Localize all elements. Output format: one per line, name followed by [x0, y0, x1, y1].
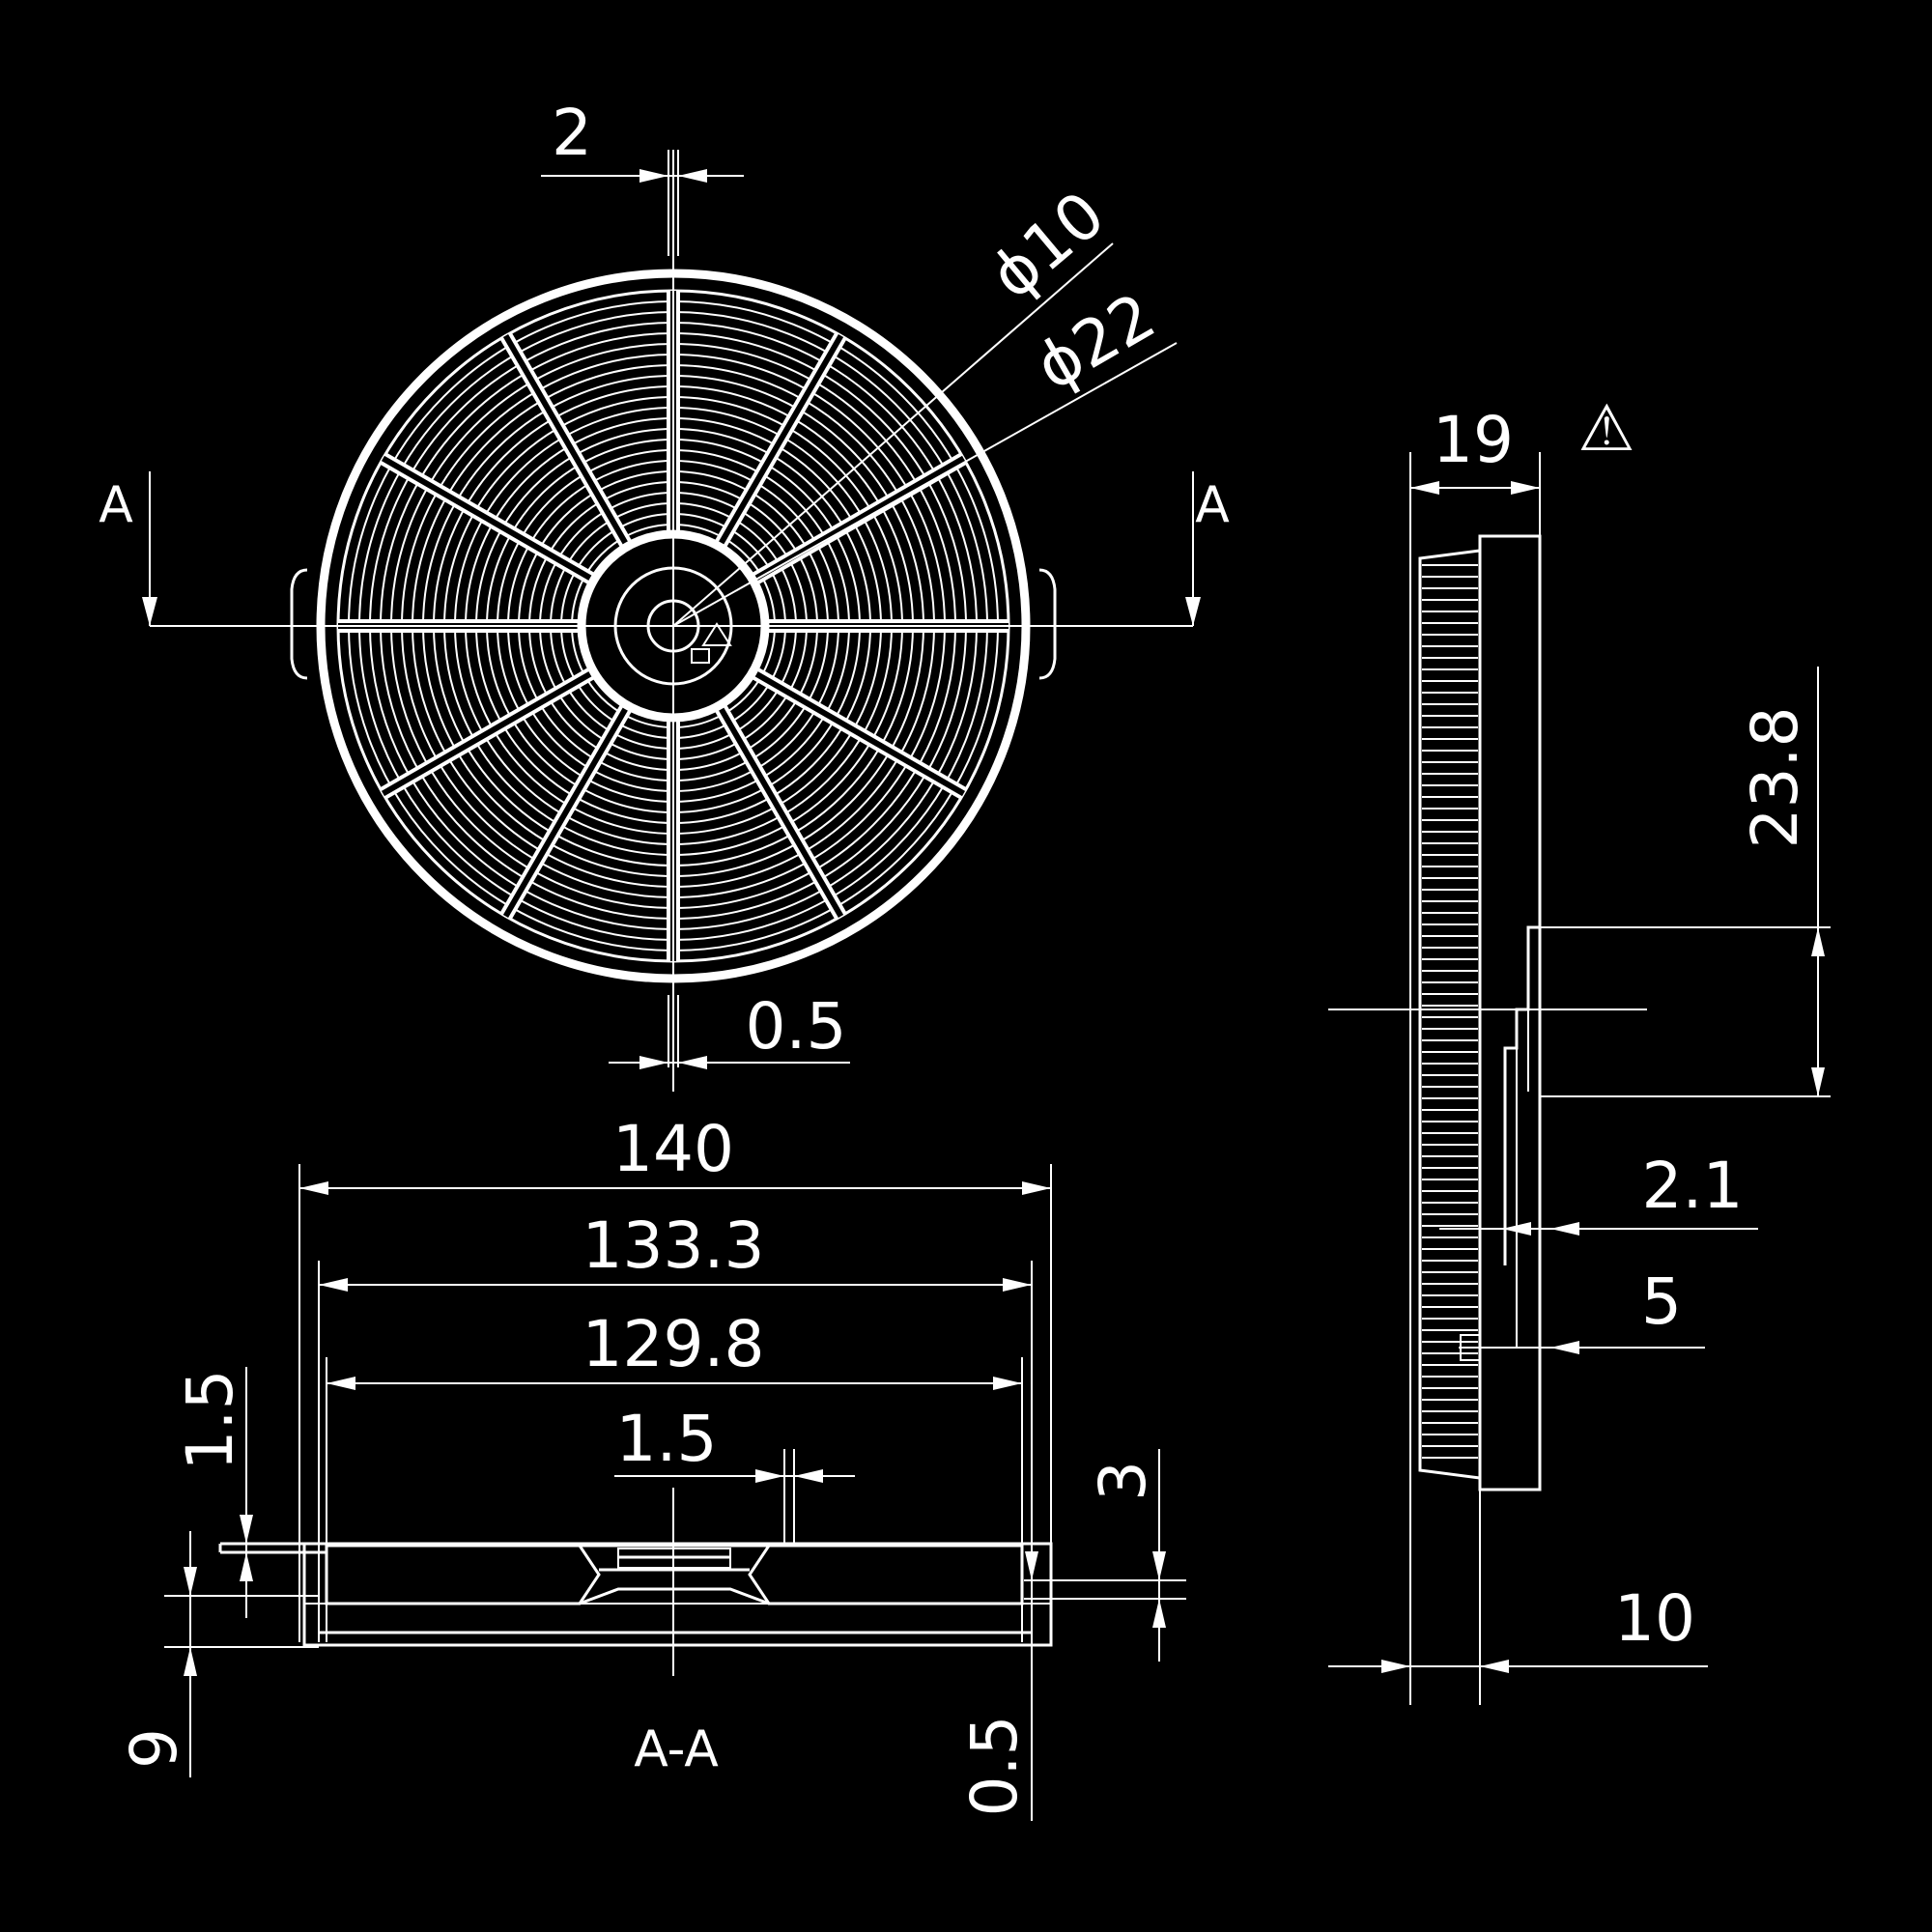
dim-gap-label: 2 [552, 96, 592, 170]
spoke-inner [381, 668, 596, 797]
dim-b-label: 5 [1641, 1264, 1682, 1339]
dim-offset-label: 23.8 [1738, 707, 1812, 849]
side-fins [1422, 564, 1478, 1459]
side-view: 19 ⚠ 23.8 2.1 5 10 [1328, 391, 1831, 1705]
warning-symbol: ⚠ [1577, 391, 1634, 466]
spoke-inner [381, 455, 596, 583]
dim-inner-label: 129.8 [582, 1307, 765, 1381]
right-tab [1038, 568, 1057, 680]
dim-base-label: 10 [1614, 1581, 1695, 1656]
dim-thickness-label: 19 [1433, 403, 1514, 477]
dim-left-height-label: 9 [117, 1728, 191, 1769]
section-body [302, 1542, 1053, 1647]
section-title: A-A [634, 1720, 719, 1778]
dim-d10-label: ϕ10 [977, 177, 1119, 313]
spoke-inner [502, 333, 631, 549]
left-tab [290, 568, 308, 680]
hatch-right [748, 1544, 1024, 1605]
side-filter-body [1418, 549, 1482, 1480]
dim-d22-label: ϕ22 [1024, 278, 1168, 404]
leader-d10 [672, 242, 1114, 627]
spoke-inner [502, 703, 631, 919]
hub-logo [691, 622, 732, 664]
side-frame [1478, 534, 1542, 1492]
leader-d22 [672, 342, 1178, 627]
dim-mid-label: 133.3 [582, 1208, 765, 1283]
spoke-inner [751, 455, 966, 583]
section-mark-right: A [1195, 476, 1230, 534]
dim-hub-label: 1.5 [616, 1402, 718, 1476]
spoke-inner [716, 333, 844, 549]
dim-right-height-label: 3 [1086, 1461, 1160, 1501]
dim-rim-label: 0.5 [746, 989, 847, 1064]
dim-a-label: 2.1 [1642, 1149, 1744, 1223]
section-view: 140 133.3 129.8 1.5 [117, 1112, 1186, 1821]
hatch-left [325, 1544, 601, 1605]
spoke-inner [751, 668, 966, 797]
front-view: 2 ϕ10 ϕ22 0.5 A A [99, 96, 1230, 1092]
dim-bottom-label: 0.5 [957, 1716, 1032, 1817]
section-mark-left: A [99, 476, 133, 534]
dim-overall-label: 140 [612, 1112, 734, 1186]
dim-left-top-label: 1.5 [173, 1370, 247, 1471]
spoke-inner [716, 703, 844, 919]
side-hub-step [1503, 925, 1540, 1265]
